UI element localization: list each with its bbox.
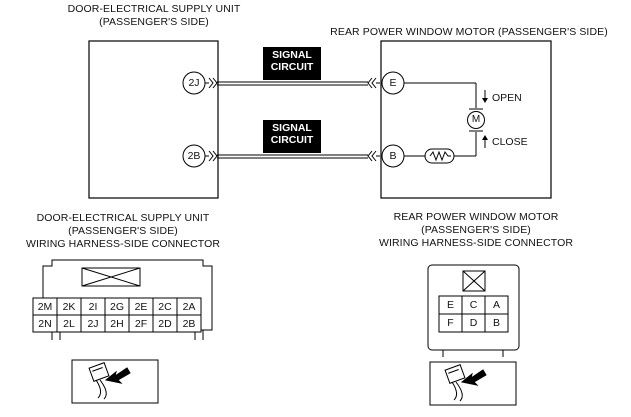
- motor-circle: [467, 111, 485, 129]
- motor-title: REAR POWER WINDOW MOTOR (PASSENGER'S SID…: [330, 26, 608, 38]
- signal-circuit-top-line1: SIGNAL: [272, 49, 312, 61]
- supply-connector-grid: [32, 297, 202, 333]
- supply-pin-2b: 2B: [182, 318, 196, 330]
- terminal-2j-circle: [182, 71, 206, 95]
- close-arrow-icon: [482, 135, 488, 148]
- motor-box: [380, 40, 552, 199]
- open-arrow-icon: [482, 90, 488, 103]
- motor-connector-title-line2: (PASSENGER'S SIDE): [421, 224, 531, 236]
- supply-connector-title-line1: DOOR-ELECTRICAL SUPPLY UNIT: [36, 212, 210, 224]
- signal-circuit-label-top: SIGNAL CIRCUIT: [263, 47, 321, 80]
- supply-pin-2l: 2L: [63, 318, 75, 330]
- open-label: OPEN: [492, 92, 522, 104]
- supply-pin-2c: 2C: [158, 301, 172, 313]
- motor-pin-b: B: [492, 317, 500, 329]
- terminal-e: E: [389, 77, 397, 89]
- terminal-2j: 2J: [188, 77, 200, 89]
- signal-circuit-bottom-line1: SIGNAL: [272, 122, 312, 134]
- supply-pin-2f: 2F: [134, 318, 148, 330]
- signal-circuit-label-bottom: SIGNAL CIRCUIT: [263, 120, 321, 153]
- motor-symbol: M: [471, 114, 481, 125]
- supply-unit-title-line1: DOOR-ELECTRICAL SUPPLY UNIT: [67, 3, 241, 15]
- signal-circuit-bottom-line2: CIRCUIT: [270, 134, 314, 146]
- supply-pin-2j: 2J: [87, 318, 99, 330]
- supply-unit-title-line2: (PASSENGER'S SIDE): [99, 16, 209, 28]
- motor-connector-drawing: [427, 264, 520, 357]
- terminal-b: B: [389, 150, 397, 162]
- motor-pin-d: D: [469, 317, 478, 329]
- motor-pin-a: A: [492, 299, 500, 311]
- signal-circuit-top-line2: CIRCUIT: [270, 61, 314, 73]
- terminal-2b-circle: [182, 144, 206, 168]
- supply-pin-2d: 2D: [158, 318, 172, 330]
- supply-pin-2i: 2I: [88, 301, 98, 313]
- motor-pin-e: E: [446, 299, 454, 311]
- wire-bottom: [205, 150, 380, 162]
- wire-top: [205, 77, 380, 89]
- motor-pin-c: C: [469, 299, 478, 311]
- motor-internal-wiring: [404, 82, 485, 164]
- supply-unit-box: [88, 40, 219, 199]
- connector-probe-icon: [429, 361, 517, 406]
- supply-pin-2g: 2G: [109, 301, 124, 313]
- terminal-2b: 2B: [187, 150, 201, 162]
- supply-pin-2e: 2E: [134, 301, 148, 313]
- motor-connector-title-line3: WIRING HARNESS-SIDE CONNECTOR: [378, 237, 574, 249]
- connector-probe-icon: [71, 359, 159, 404]
- supply-pin-2m: 2M: [37, 301, 53, 313]
- supply-pin-2k: 2K: [62, 301, 76, 313]
- supply-pin-2h: 2H: [110, 318, 124, 330]
- supply-pin-2n: 2N: [38, 318, 52, 330]
- motor-connector-title-line1: REAR POWER WINDOW MOTOR: [393, 211, 559, 223]
- motor-pin-f: F: [447, 317, 454, 329]
- close-label: CLOSE: [492, 136, 528, 148]
- supply-connector-title-line3: WIRING HARNESS-SIDE CONNECTOR: [25, 238, 221, 250]
- supply-pin-2a: 2A: [182, 301, 196, 313]
- supply-connector-title-line2: (PASSENGER'S SIDE): [68, 225, 178, 237]
